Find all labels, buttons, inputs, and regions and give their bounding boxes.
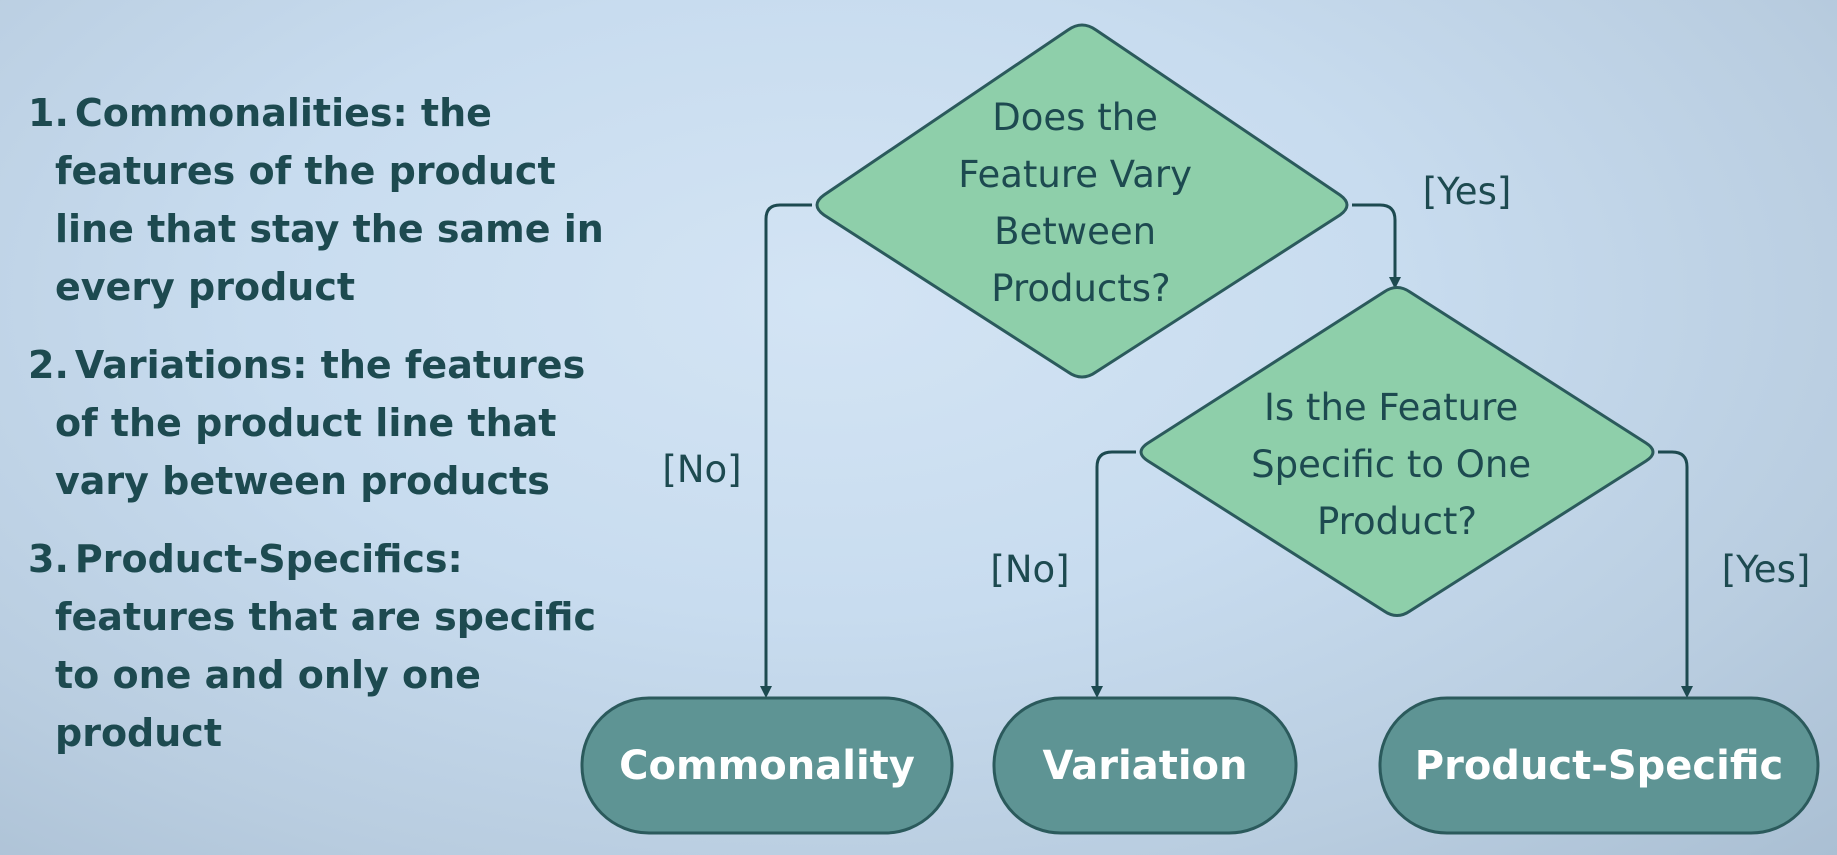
decision1-yes-label: [Yes] xyxy=(1423,170,1512,213)
outcome-variation: Variation xyxy=(992,696,1298,835)
list-item-product-specifics: 3.Product-Specifics: features that are s… xyxy=(28,530,628,762)
decision1-line: Between xyxy=(994,210,1156,253)
decision2-line: Product? xyxy=(1317,500,1477,543)
outcome-product-specific-label: Product-Specific xyxy=(1415,743,1783,789)
decision2-text: Is the Feature Specific to One Product? xyxy=(1251,386,1543,543)
decision1-line: Does the xyxy=(992,96,1158,139)
outcome-variation-label: Variation xyxy=(1043,743,1248,789)
definition-list: 1.Commonalities: the features of the pro… xyxy=(28,84,628,782)
decision2-no-label: [No] xyxy=(990,548,1069,591)
terminal-shape xyxy=(580,696,954,835)
list-text: Product-Specifics: features that are spe… xyxy=(55,537,596,755)
decision-diamond-2 xyxy=(1139,286,1655,617)
decision-diamond-1 xyxy=(815,23,1349,379)
list-item-variations: 2.Variations: the features of the produc… xyxy=(28,336,628,510)
list-number: 3. xyxy=(28,537,69,581)
decision-vary-between-products: Does the Feature Vary Between Products? xyxy=(815,23,1349,379)
connector-no-variation xyxy=(1091,450,1136,698)
decision2-line: Specific to One xyxy=(1251,443,1531,486)
decision1-text: Does the Feature Vary Between Products? xyxy=(958,96,1204,310)
terminal-shape xyxy=(992,696,1298,835)
decision1-line: Feature Vary xyxy=(958,153,1192,196)
list-text: Variations: the features of the product … xyxy=(55,343,586,503)
decision1-line: Products? xyxy=(991,267,1170,310)
list-text: Commonalities: the features of the produ… xyxy=(55,91,604,309)
connector-yes-decision2 xyxy=(1352,203,1401,289)
list-item-commonalities: 1.Commonalities: the features of the pro… xyxy=(28,84,628,316)
outcome-commonality-label: Commonality xyxy=(619,743,915,789)
terminal-shape xyxy=(1378,696,1820,835)
outcome-commonality: Commonality xyxy=(580,696,954,835)
decision1-no-label: [No] xyxy=(662,448,741,491)
list-number: 1. xyxy=(28,91,69,135)
list-number: 2. xyxy=(28,343,69,387)
connector-yes-product-specific xyxy=(1658,450,1693,698)
outcome-product-specific: Product-Specific xyxy=(1378,696,1820,835)
decision2-line: Is the Feature xyxy=(1264,386,1518,429)
connector-no-commonality xyxy=(760,203,812,698)
decision2-yes-label: [Yes] xyxy=(1722,548,1811,591)
decision-specific-to-one-product: Is the Feature Specific to One Product? xyxy=(1139,286,1655,617)
